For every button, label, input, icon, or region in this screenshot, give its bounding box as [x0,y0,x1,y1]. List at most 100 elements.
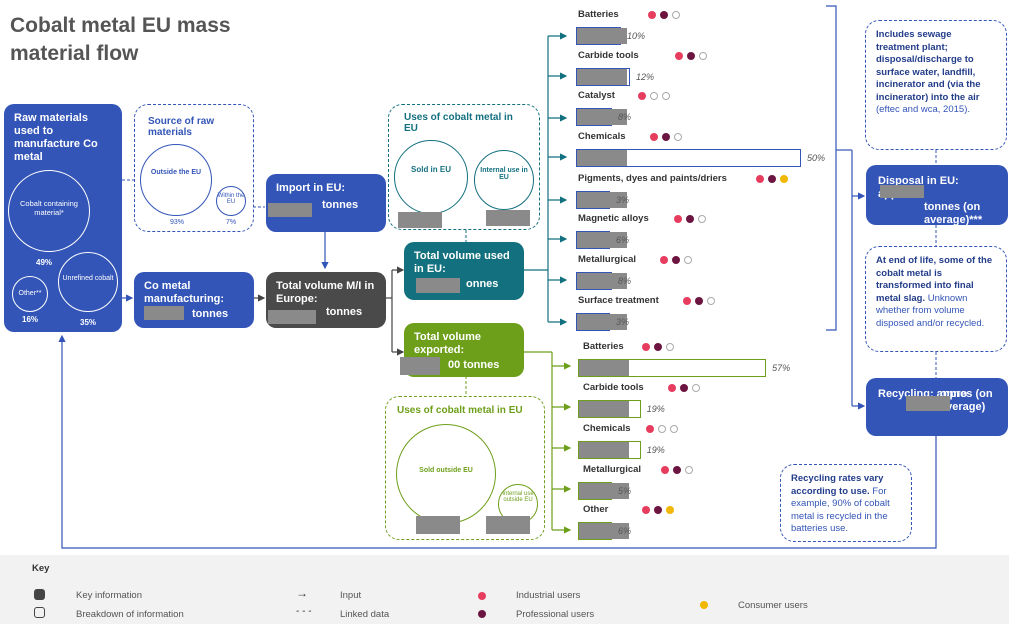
within-eu-circle: Within the EU [216,186,246,216]
other-pct: 16% [22,315,39,324]
industrial-dot [650,133,658,141]
disposal-suffix: tonnes (on average)*** [924,201,983,226]
use-share-pct: 10% [627,31,646,41]
unrefined-label: Unrefined cobalt [62,275,114,282]
empty-dot [672,11,680,19]
linked-label: Linked data [340,609,390,620]
consumer-dot [780,175,788,183]
note-end-of-life-bold: At end of life, some of the cobalt metal… [876,255,993,304]
recycling-suffix: onnes (on average) [940,388,993,413]
use-value-redacted [579,401,629,417]
key-info-label: Key information [76,590,143,601]
industrial-dot [642,506,650,514]
industrial-dot [646,425,654,433]
note-recycling-rates-text: For example, 90% of cobalt metal is recy… [791,485,890,535]
empty-dot [684,256,692,264]
total-mi-suffix: tonnes [326,306,363,318]
use-category-label: Carbide tools [583,382,644,393]
import-label: Import in EU: [276,182,346,194]
use-value-redacted [579,360,629,376]
other-label: Other** [18,290,42,297]
total-used-suffix: onnes [466,278,499,290]
outside-eu-label: Outside the EU [150,169,202,176]
arrow-icon: → [296,586,308,600]
total-mi-box: Total volume M/I in Europe: tonnes [266,272,386,328]
use-share-pct: 57% [772,363,791,373]
professional-dot [654,343,662,351]
sold-eu-label: Sold in EU [411,165,451,174]
total-exported-redacted [400,357,440,375]
breakdown-swatch [34,607,45,618]
use-category-label: Catalyst [578,90,615,101]
use-category-label: Other [583,504,609,515]
sold-eu-circle: Sold in EU [394,140,468,214]
use-share-pct: 8% [618,112,632,122]
use-value-redacted [577,314,627,330]
empty-dot [685,466,693,474]
use-value-redacted [577,69,627,85]
co-manufacturing-suffix: tonnes [192,308,229,320]
page-title: Cobalt metal EU mass material flow [10,12,231,68]
internal-outside-label: Internal use outside EU [502,491,534,503]
professional-dot [478,610,486,618]
industrial-dot [675,52,683,60]
professional-dot [654,506,662,514]
note-disposal-routes-text: Includes sewage treatment plant; disposa… [876,29,981,103]
use-category-label: Magnetic alloys [578,213,649,224]
recycling-redacted [906,396,950,411]
professional-dot [768,175,776,183]
professional-dot [673,466,681,474]
empty-dot [662,92,670,100]
note-end-of-life-text: Unknown whether from volume disposed and… [876,292,985,329]
industrial-label: Industrial users [516,590,581,601]
empty-dot [698,215,706,223]
industrial-dot [660,256,668,264]
key-info-swatch [34,589,45,600]
page-title-line2: material flow [10,42,139,65]
use-share-pct: 6% [618,526,632,536]
sold-outside-label: Sold outside EU [419,467,473,474]
outside-eu-circle: Outside the EU [140,144,212,216]
page-title-line1: Cobalt metal EU mass [10,14,231,37]
consumer-dot [666,506,674,514]
use-value-redacted [579,523,629,539]
within-eu-label: Within the EU [217,193,245,205]
total-mi-redacted [268,310,316,324]
total-mi-label: Total volume M/I in Europe: [276,280,375,305]
use-category-label: Carbide tools [578,50,639,61]
raw-materials-title: Raw materials used to manufacture Co met… [14,112,98,163]
unrefined-circle: Unrefined cobalt [58,252,118,312]
empty-dot [692,384,700,392]
use-value-redacted [579,442,629,458]
professional-dot [662,133,670,141]
professional-dot [686,215,694,223]
total-used-redacted [416,278,460,293]
source-title: Source of raw materials [148,116,215,138]
sold-outside-redacted [416,516,460,534]
industrial-dot [683,297,691,305]
import-redacted [268,203,312,217]
empty-dot [666,343,674,351]
industrial-dot [668,384,676,392]
uses-eu-box [388,104,540,230]
dashed-line-icon: - - - [296,606,312,617]
industrial-dot [638,92,646,100]
industrial-dot [661,466,669,474]
other-circle: Other** [12,276,48,312]
import-suffix: tonnes [322,199,359,211]
industrial-dot [478,592,486,600]
sold-outside-circle: Sold outside EU [396,424,496,524]
co-manufacturing-label: Co metal manufacturing: [144,280,225,305]
note-disposal-routes: Includes sewage treatment plant; disposa… [865,20,1007,150]
use-value-redacted [577,232,627,248]
unrefined-pct: 35% [80,318,97,327]
internal-eu-redacted [486,210,530,226]
empty-dot [650,92,658,100]
total-exported-label: Total volume exported: [414,331,482,356]
internal-outside-redacted [486,516,530,534]
use-category-label: Batteries [578,9,619,20]
industrial-dot [642,343,650,351]
cobalt-containing-circle: Cobalt containing material* [8,170,90,252]
empty-dot [670,425,678,433]
empty-dot [674,133,682,141]
